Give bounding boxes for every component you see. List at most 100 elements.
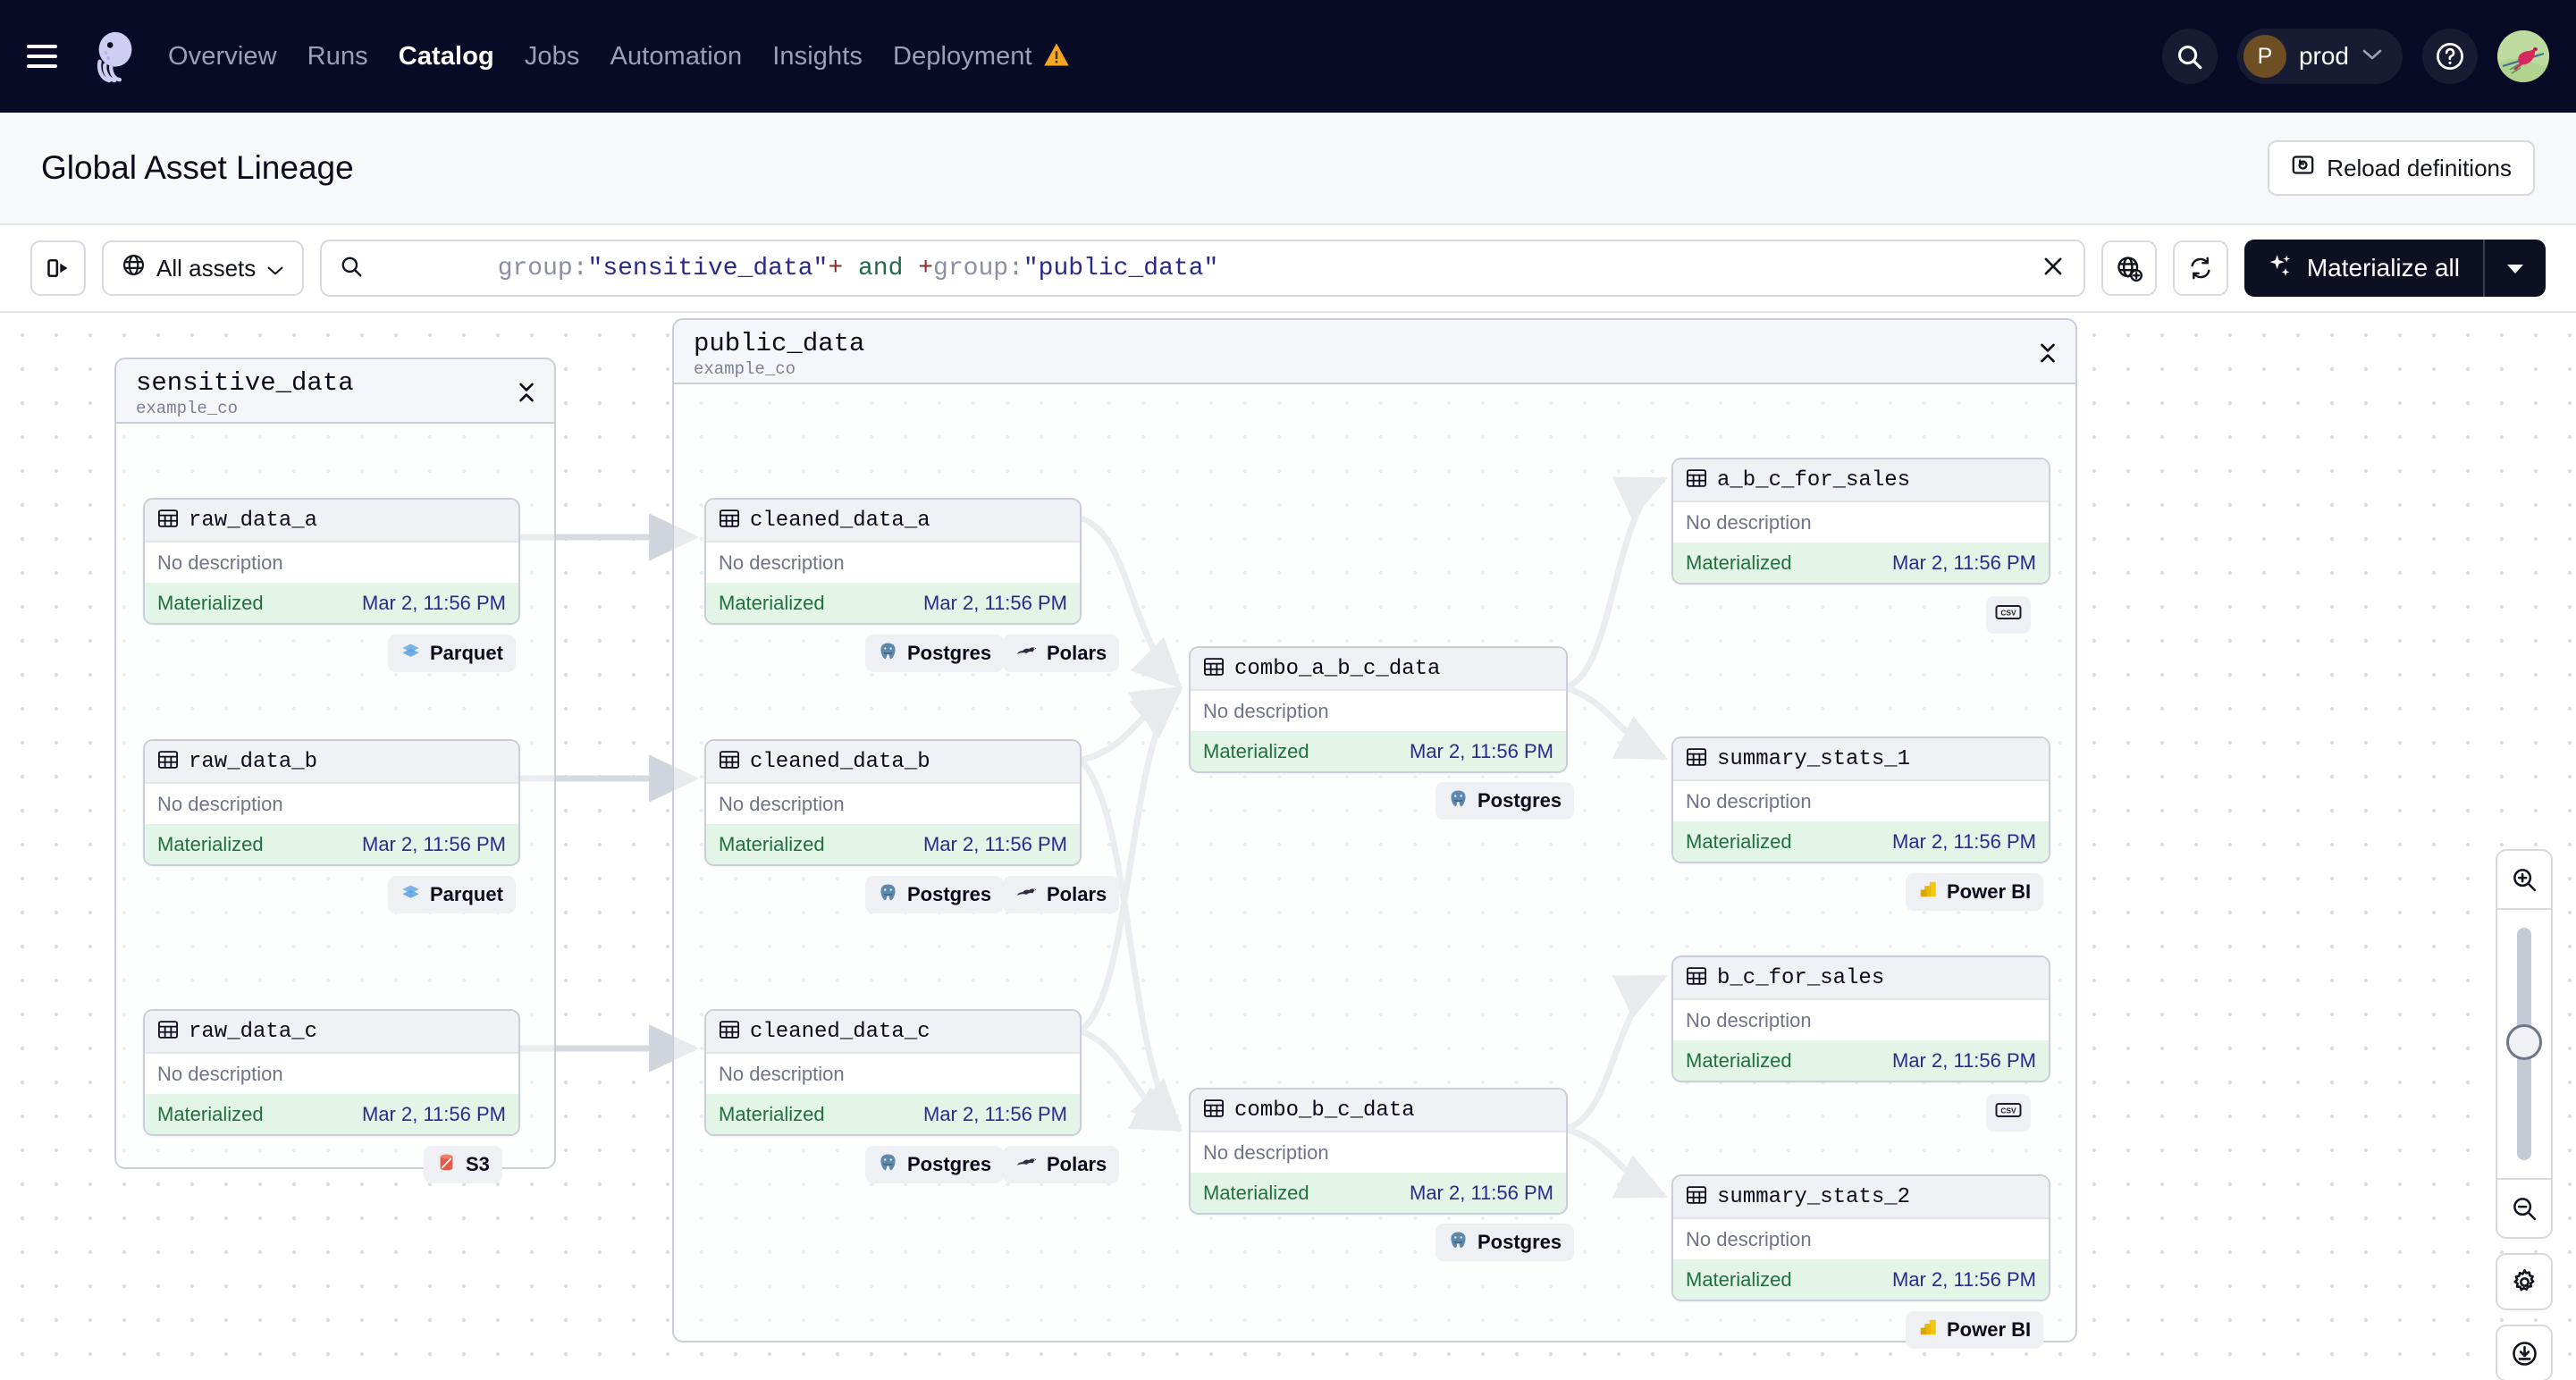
postgres-icon [1448, 1230, 1469, 1256]
lineage-toolbar: All assets group:"sensitive_data"+ and +… [0, 225, 2576, 313]
asset-tag-label: Polars [1047, 642, 1107, 664]
materialize-all-main[interactable]: Materialize all [2244, 252, 2483, 285]
asset-group-header[interactable]: sensitive_data example_co [116, 359, 554, 424]
zoom-slider-thumb[interactable] [2506, 1024, 2542, 1060]
asset-tag-postgres[interactable]: Postgres [865, 1146, 1005, 1183]
asset-node-cleaned-data-b[interactable]: cleaned_data_b No description Materializ… [704, 739, 1082, 866]
asset-tag-postgres[interactable]: Postgres [1435, 782, 1575, 820]
asset-tag-csv[interactable]: CSV [1986, 1094, 2031, 1132]
toggle-sidebar-icon[interactable] [30, 240, 86, 296]
asset-node-b-c-for-sales[interactable]: b_c_for_sales No description Materialize… [1671, 955, 2050, 1082]
nav-link-overview[interactable]: Overview [168, 41, 277, 71]
asset-node-raw-data-a[interactable]: raw_data_a No description Materialized M… [143, 498, 520, 625]
s3-icon [436, 1152, 457, 1178]
asset-node-cleaned-data-c[interactable]: cleaned_data_c No description Materializ… [704, 1009, 1082, 1136]
parquet-icon [400, 641, 421, 667]
query-token-2: + [828, 254, 844, 282]
asset-tag-label: Postgres [1477, 789, 1562, 812]
asset-tag-csv[interactable]: CSV [1986, 596, 2031, 634]
lineage-canvas[interactable]: sensitive_data example_co public_data ex… [0, 313, 2576, 1380]
materialize-options-caret[interactable] [2485, 261, 2546, 275]
globe-icon [122, 253, 146, 283]
asset-tag-parquet[interactable]: Parquet [388, 876, 516, 913]
asset-tag-postgres[interactable]: Postgres [1435, 1224, 1575, 1261]
refresh-icon[interactable] [2172, 240, 2228, 296]
page-title: Global Asset Lineage [41, 149, 354, 186]
polars-icon [1015, 641, 1038, 666]
close-icon[interactable] [2041, 254, 2066, 283]
asset-tag-postgres[interactable]: Postgres [865, 876, 1005, 913]
asset-node-name: cleaned_data_b [750, 749, 930, 774]
nav-link-automation[interactable]: Automation [610, 41, 743, 71]
collapse-icon[interactable] [517, 381, 536, 408]
asset-tag-polars[interactable]: Polars [1003, 1146, 1120, 1183]
asset-node-description: No description [145, 1054, 518, 1094]
reload-definitions-label: Reload definitions [2327, 154, 2512, 181]
asset-tag-postgres[interactable]: Postgres [865, 635, 1005, 672]
asset-node-header: raw_data_a [145, 500, 518, 543]
user-avatar[interactable] [2497, 30, 2549, 82]
asset-group-header[interactable]: public_data example_co [674, 320, 2075, 384]
query-token-5 [903, 255, 918, 282]
asset-search-box[interactable]: group:"sensitive_data"+ and +group:"publ… [320, 240, 2085, 297]
svg-text:CSV: CSV [2000, 609, 2016, 618]
asset-tag-polars[interactable]: Polars [1003, 635, 1120, 672]
materialize-divider [2483, 240, 2485, 297]
query-token-0: group: [497, 254, 588, 282]
asset-node-cleaned-data-a[interactable]: cleaned_data_a No description Materializ… [704, 498, 1082, 625]
asset-node-raw-data-c[interactable]: raw_data_c No description Materialized M… [143, 1009, 520, 1136]
asset-tag-power-bi[interactable]: Power BI [1906, 1311, 2044, 1349]
nav-link-runs[interactable]: Runs [307, 41, 368, 71]
dagster-logo-icon[interactable] [88, 29, 143, 84]
zoom-in-icon[interactable] [2497, 851, 2551, 908]
table-icon [1203, 1098, 1225, 1123]
zoom-out-icon[interactable] [2497, 1180, 2551, 1237]
status-badge: Materialized [1686, 1267, 1792, 1291]
zoom-slider[interactable] [2497, 910, 2551, 1178]
hamburger-icon[interactable] [27, 37, 66, 76]
asset-node-description: No description [1673, 781, 2049, 821]
chevron-down-icon [2361, 47, 2383, 65]
materialize-all-button[interactable]: Materialize all [2243, 240, 2546, 297]
question-circle-icon[interactable] [2422, 29, 2478, 84]
asset-node-combo-a-b-c-data[interactable]: combo_a_b_c_data No description Material… [1189, 646, 1568, 773]
nav-link-jobs[interactable]: Jobs [524, 41, 580, 71]
asset-node-description: No description [1191, 691, 1566, 731]
status-badge: Materialized [157, 1102, 264, 1125]
asset-node-description: No description [1191, 1132, 1566, 1173]
asset-node-combo-b-c-data[interactable]: combo_b_c_data No description Materializ… [1189, 1088, 1568, 1215]
nav-link-catalog[interactable]: Catalog [398, 41, 494, 71]
nav-link-insights[interactable]: Insights [772, 41, 863, 71]
status-badge: Materialized [1686, 1048, 1792, 1072]
reload-definitions-button[interactable]: Reload definitions [2268, 140, 2535, 196]
search-input[interactable]: group:"sensitive_data"+ and +group:"publ… [377, 227, 1219, 310]
asset-group-subtitle: example_co [136, 399, 239, 418]
gear-icon[interactable] [2496, 1253, 2553, 1310]
deployment-selector[interactable]: P prod [2236, 29, 2403, 84]
asset-node-status: Materialized Mar 2, 11:56 PM [706, 1094, 1080, 1134]
postgres-icon [878, 882, 898, 908]
nav-link-deployment[interactable]: Deployment [892, 41, 1032, 71]
asset-node-description: No description [706, 784, 1080, 824]
materialization-timestamp: Mar 2, 11:56 PM [1892, 829, 2036, 853]
asset-node-raw-data-b[interactable]: raw_data_b No description Materialized M… [143, 739, 520, 866]
asset-node-description: No description [1673, 502, 2049, 543]
asset-node-a-b-c-for-sales[interactable]: a_b_c_for_sales No description Materiali… [1671, 458, 2050, 585]
deployment-avatar: P [2243, 35, 2286, 78]
asset-tag-polars[interactable]: Polars [1003, 876, 1120, 913]
search-icon[interactable] [2161, 29, 2218, 84]
asset-tag-s3[interactable]: S3 [424, 1146, 502, 1183]
table-icon [157, 1019, 179, 1045]
fit-to-screen-icon[interactable] [2496, 1325, 2553, 1380]
asset-node-status: Materialized Mar 2, 11:56 PM [706, 583, 1080, 623]
materialization-timestamp: Mar 2, 11:56 PM [1892, 551, 2036, 574]
collapse-icon[interactable] [2038, 341, 2058, 369]
asset-tag-label: Postgres [907, 642, 992, 664]
asset-node-summary-stats-1[interactable]: summary_stats_1 No description Materiali… [1671, 736, 2050, 863]
asset-node-summary-stats-2[interactable]: summary_stats_2 No description Materiali… [1671, 1174, 2050, 1301]
status-badge: Materialized [157, 832, 264, 855]
asset-tag-parquet[interactable]: Parquet [388, 635, 516, 672]
asset-tag-power-bi[interactable]: Power BI [1906, 873, 2044, 911]
globe-add-icon[interactable] [2100, 240, 2157, 296]
asset-scope-filter[interactable]: All assets [102, 240, 305, 296]
